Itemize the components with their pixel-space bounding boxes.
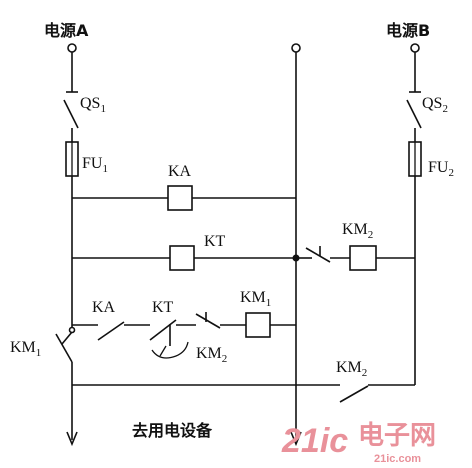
load-arrow-center <box>290 431 302 447</box>
km1-coil-label: KM1 <box>240 289 271 309</box>
center-bus <box>290 43 302 447</box>
load-arrow-left <box>66 431 78 447</box>
km2-nc-contact <box>296 246 350 263</box>
km2-main-contact <box>339 384 415 403</box>
qs2-switch <box>406 91 422 142</box>
watermark-domain: 21ic.com <box>374 453 421 465</box>
center-terminal <box>291 43 301 53</box>
km1-coil <box>245 312 271 338</box>
km2-main-row: KM2 <box>72 359 415 403</box>
watermark: 21ic 电子网 21ic.com <box>281 421 436 465</box>
source-a-branch: 电源A QS1 FU1 KM1 <box>10 21 108 447</box>
kt-coil-label: KT <box>204 233 226 250</box>
km2-coil-label: KM2 <box>342 221 373 241</box>
kt-timed-contact <box>149 319 196 359</box>
ka-coil <box>167 185 193 211</box>
ka-contact <box>97 321 150 341</box>
watermark-cn: 电子网 <box>358 421 436 451</box>
kt-coil-row: KT KM2 <box>72 221 415 271</box>
watermark-num: 21ic <box>281 422 348 460</box>
kt-coil <box>169 245 195 271</box>
load-label: 去用电设备 <box>132 421 213 440</box>
fu1-label: FU1 <box>82 155 108 175</box>
kt-contact-label: KT <box>152 299 174 316</box>
km2-coil <box>349 245 377 271</box>
km1-main-contact <box>55 326 76 440</box>
km2-main-label: KM2 <box>336 359 367 379</box>
source-a-terminal <box>67 43 77 53</box>
km1-main-label: KM1 <box>10 339 41 359</box>
ka-contact-label: KA <box>92 299 116 316</box>
ka-coil-row: KA <box>72 163 296 211</box>
ka-coil-label: KA <box>168 163 192 180</box>
fu2-label: FU2 <box>428 159 454 179</box>
qs1-label: QS1 <box>80 95 106 115</box>
qs2-label: QS2 <box>422 95 448 115</box>
km2-contact-low-label: KM2 <box>196 345 227 365</box>
source-b-branch: 电源B QS2 FU2 <box>386 21 454 385</box>
km1-control-row: KA KT KM2 KM1 <box>72 289 296 365</box>
km2-nc-contact-lower <box>195 312 246 329</box>
source-b-terminal <box>410 43 420 53</box>
qs1-switch <box>63 91 79 142</box>
source-a-label: 电源A <box>44 21 89 40</box>
source-b-label: 电源B <box>386 21 430 40</box>
